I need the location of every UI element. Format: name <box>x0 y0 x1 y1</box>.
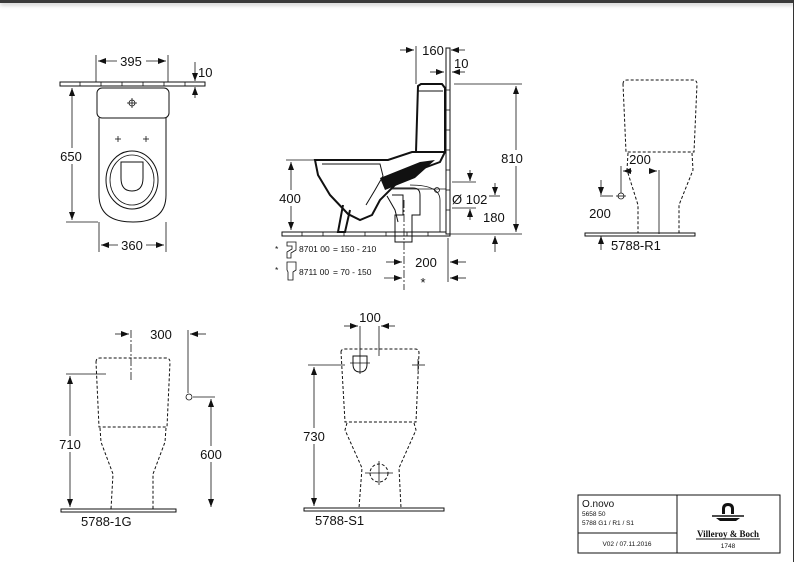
seat-outer <box>105 150 159 210</box>
option-code: 8701 00 <box>299 244 330 254</box>
bowl-outline <box>98 118 167 223</box>
tank-outline <box>96 87 170 119</box>
dim-wall-gap: 10 <box>454 56 468 71</box>
brand-year: 1748 <box>721 543 736 550</box>
wall-strip <box>59 81 206 87</box>
tank-outline <box>340 348 420 423</box>
s1-view: 100 730 5788-S1 <box>300 310 445 528</box>
dim-outlet-diameter: Ø 102 <box>452 192 487 207</box>
floor-strip <box>281 231 451 237</box>
model-label: 5788-R1 <box>611 238 661 253</box>
dim-bottom-width: 360 <box>121 238 143 253</box>
dim-horizontal-offset: 300 <box>150 327 172 342</box>
pedestal-front <box>336 204 351 233</box>
inlet-icon <box>434 187 440 193</box>
fixing-point-icon <box>115 136 149 142</box>
dim-total-height: 730 <box>303 429 325 444</box>
dim-wall-offset: 10 <box>198 65 212 80</box>
wall-strip <box>445 47 451 235</box>
window-top-bar <box>0 0 794 3</box>
asterisk-note: * <box>420 275 425 290</box>
r1-view: 200 200 5788-R1 <box>584 79 698 253</box>
side-view: 160 10 810 400 Ø 102 180 200 * <box>275 43 528 290</box>
bend-pipe-icon <box>286 241 297 259</box>
g1-view: 300 710 600 5788-1G <box>56 327 225 529</box>
model-label: 5788-1G <box>81 514 132 529</box>
tank-side <box>414 83 446 153</box>
bowl-outline <box>99 427 167 510</box>
tank-outline <box>622 79 698 153</box>
variant-list: 5788 G1 / R1 / S1 <box>582 520 634 527</box>
dim-total-height: 810 <box>501 151 523 166</box>
outlet-pipe <box>392 187 421 243</box>
option-range: = 70 - 150 <box>333 267 372 277</box>
option-row: * 8701 00 = 150 - 210 <box>275 241 377 259</box>
trapway-fill <box>380 160 435 190</box>
straight-pipe-icon <box>286 261 297 281</box>
bowl-side <box>313 151 447 222</box>
tank-outline <box>95 357 171 428</box>
outlet-icon <box>365 461 393 485</box>
brand-logo-icon <box>712 503 744 521</box>
dim-outlet-height: 180 <box>483 210 505 225</box>
bowl-outline <box>344 422 417 509</box>
option-range: = 150 - 210 <box>333 244 377 254</box>
dim-depth: 650 <box>60 149 82 164</box>
dim-inlet-height: 600 <box>200 447 222 462</box>
model-label: 5788-S1 <box>315 513 364 528</box>
flush-button-icon <box>127 98 137 108</box>
option-marker: * <box>275 244 279 254</box>
inlet-icon <box>185 393 215 401</box>
product-name: O.novo <box>582 499 615 510</box>
option-marker: * <box>275 265 279 275</box>
article-number: 5658 50 <box>582 511 606 518</box>
dim-top-width: 395 <box>120 54 142 69</box>
dim-horizontal-offset: 200 <box>629 152 651 167</box>
dim-horizontal-offset: 100 <box>359 310 381 325</box>
bowl-opening <box>120 161 144 192</box>
dim-total-height: 710 <box>59 437 81 452</box>
dim-tank-depth: 160 <box>422 43 444 58</box>
option-code: 8711 00 <box>299 267 329 277</box>
dim-outlet-distance: 200 <box>415 255 437 270</box>
version-date: V02 / 07.11.2016 <box>602 541 651 548</box>
title-block: O.novo 5658 50 5788 G1 / R1 / S1 V02 / 0… <box>577 494 781 554</box>
bowl-outline <box>626 152 694 233</box>
brand-name: Villeroy & Boch <box>697 529 759 539</box>
option-row: * 8711 00 = 70 - 150 <box>275 261 372 281</box>
top-view: 395 10 650 360 <box>57 54 212 253</box>
dim-seat-height: 400 <box>279 191 301 206</box>
dim-vertical-offset: 200 <box>589 206 611 221</box>
inlet-icon <box>616 192 626 200</box>
